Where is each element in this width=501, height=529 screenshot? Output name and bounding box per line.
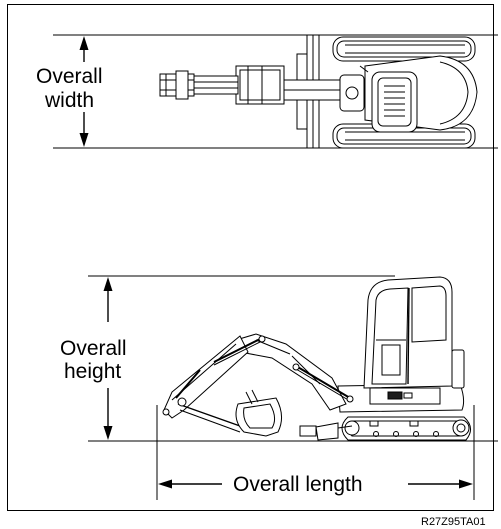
width-dimension-arrow	[79, 36, 89, 147]
length-dimension-arrow	[158, 479, 473, 489]
overall-length-label: Overall length	[233, 473, 363, 496]
height-dimension-arrow	[103, 277, 113, 440]
overall-width-label-line2: width	[44, 89, 94, 112]
excavator-top-view	[159, 34, 478, 149]
top-view: Overall width	[36, 34, 498, 149]
diagram-frame	[7, 4, 494, 511]
overall-height-label-line1: Overall	[60, 337, 127, 360]
excavator-side-view	[162, 276, 471, 441]
overall-width-label-line1: Overall	[36, 65, 103, 88]
overall-height-label-line2: height	[64, 360, 121, 383]
drawing-code: R27Z95TA01	[421, 516, 486, 528]
side-view: Overall height Overall length	[60, 275, 498, 500]
